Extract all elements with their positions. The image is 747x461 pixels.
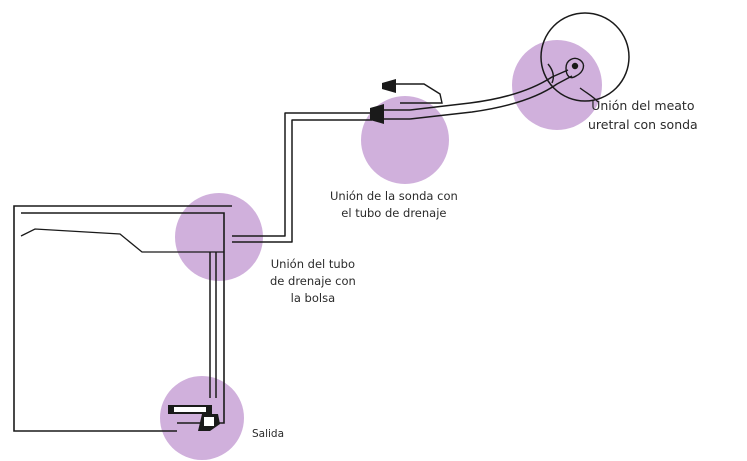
label-probe-junction: Unión de la sonda con el tubo de drenaje — [330, 188, 458, 222]
drain-connector — [370, 104, 384, 124]
catheter-tip — [547, 57, 599, 103]
label-bag-line-3: la bolsa — [290, 291, 336, 305]
bag-junction-highlight — [175, 193, 263, 281]
urethral-catheter — [409, 69, 573, 120]
label-meatus-junction: Unión del meato uretral con sonda — [588, 96, 698, 134]
label-meatus-line-1: Unión del meato — [591, 98, 695, 113]
drainage-tube — [232, 112, 372, 243]
label-meatus-line-2: uretral con sonda — [588, 117, 698, 132]
label-probe-line-1: Unión de la sonda con — [330, 189, 458, 203]
label-bag-line-1: Unión del tubo — [270, 257, 356, 271]
highlight-circles — [160, 40, 602, 460]
label-bag-line-2: de drenaje con — [270, 274, 356, 288]
bag-entry-tube — [209, 252, 217, 398]
meatus-ring — [540, 12, 630, 102]
probe-connector — [382, 79, 396, 93]
label-bag-junction: Unión del tubo de drenaje con la bolsa — [270, 256, 356, 307]
probe-connectors — [370, 79, 443, 124]
label-probe-line-2: el tubo de drenaje — [341, 206, 447, 220]
label-outlet: Salida — [252, 426, 284, 443]
outlet-valve — [168, 405, 220, 431]
label-outlet-line-1: Salida — [252, 428, 285, 440]
meatus-junction-highlight — [512, 40, 602, 130]
